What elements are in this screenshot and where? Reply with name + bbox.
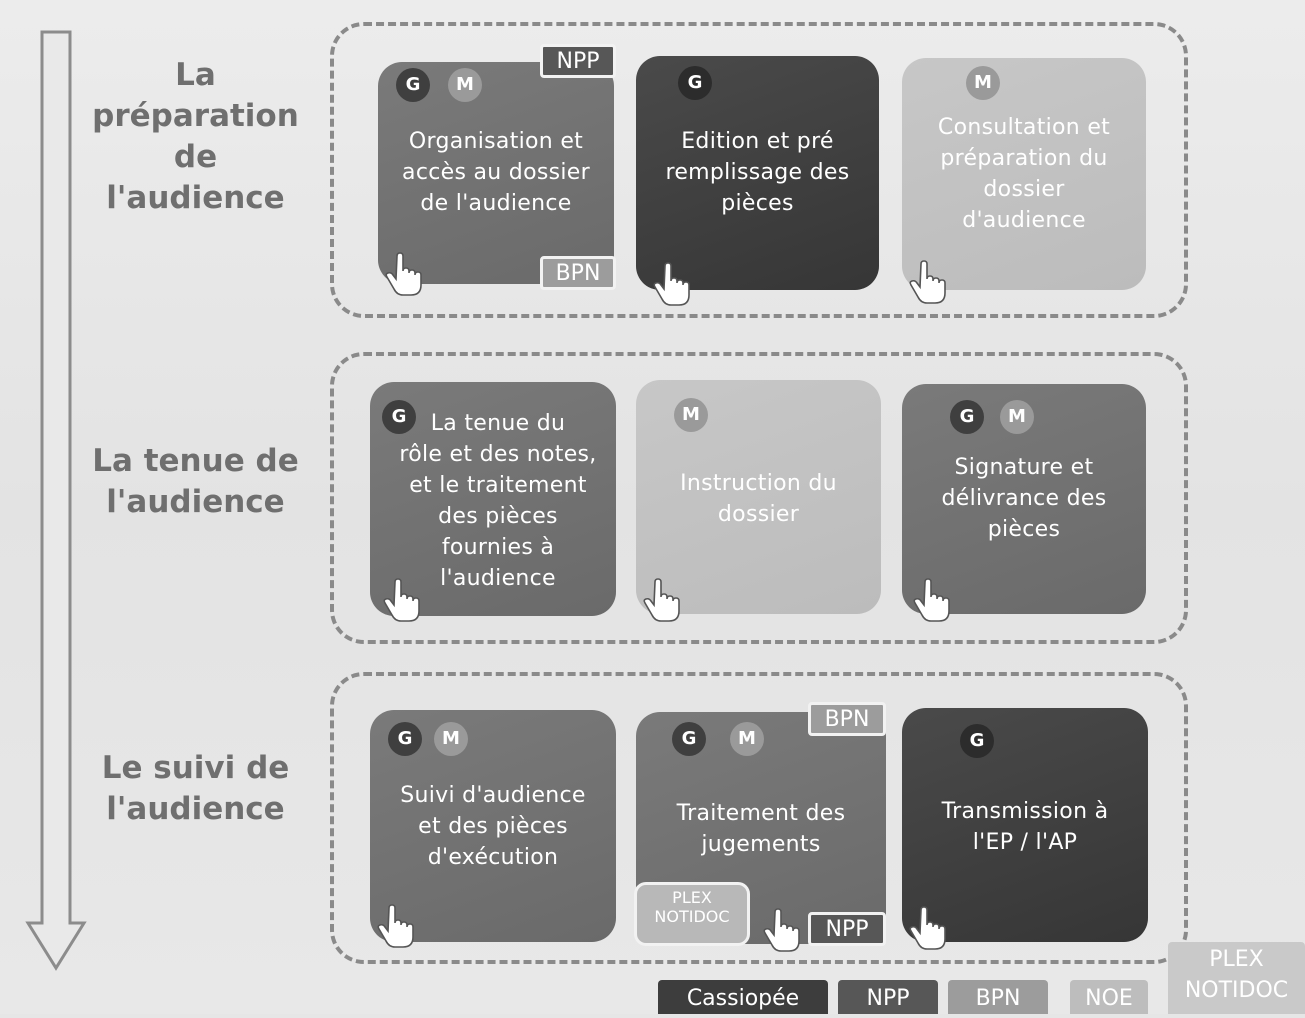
process-card[interactable]: M Consultation et préparation du dossier… — [902, 58, 1146, 304]
tag-npp: NPP — [540, 44, 616, 78]
pointing-hand-icon — [383, 578, 420, 622]
card-label: Organisation et accès au dossier de l'au… — [402, 129, 590, 216]
tag-bpn: BPN — [808, 702, 886, 736]
legend-cassiopee: Cassiopée — [658, 980, 828, 1014]
badge-g: G — [960, 724, 994, 758]
legend-noe: NOE — [1070, 980, 1148, 1014]
badge-m: M — [966, 66, 1000, 100]
card-label: La tenue du rôle et des notes, et le tra… — [399, 411, 597, 591]
process-card[interactable]: G Edition et pré remplissage des pièces — [636, 56, 879, 306]
badge-g: G — [950, 400, 984, 434]
badge-g: G — [678, 66, 712, 100]
phase-group-suivi — [330, 672, 1188, 964]
phase-title-tenue: La tenue de l'audience — [92, 443, 299, 520]
pointing-hand-icon — [385, 252, 422, 296]
badge-g: G — [672, 722, 706, 756]
pointing-hand-icon — [909, 260, 946, 304]
card-label: Consultation et préparation du dossier d… — [937, 115, 1111, 233]
legend-plex-notidoc: PLEX NOTIDOC — [1168, 942, 1305, 1014]
pointing-hand-icon — [653, 262, 690, 306]
card-label: Suivi d'audience et des pièces d'exécuti… — [400, 783, 586, 870]
card-label: Transmission à l'EP / l'AP — [941, 799, 1109, 855]
down-arrow-icon — [20, 28, 90, 978]
badge-m: M — [730, 722, 764, 756]
pointing-hand-icon — [377, 904, 414, 948]
card-label: Traitement des jugements — [676, 801, 846, 857]
legend-bpn: BPN — [948, 980, 1048, 1014]
process-card[interactable]: G La tenue du rôle et des notes, et le t… — [370, 382, 616, 622]
badge-m: M — [1000, 400, 1034, 434]
card-label: Instruction du dossier — [680, 471, 837, 527]
badge-m: M — [434, 722, 468, 756]
tag-plex-notidoc: PLEX NOTIDOC — [634, 882, 750, 946]
tag-npp: NPP — [808, 912, 886, 946]
tag-bpn: BPN — [540, 256, 616, 290]
pointing-hand-icon — [913, 578, 950, 622]
pointing-hand-icon — [763, 908, 800, 952]
card-label: Signature et délivrance des pièces — [941, 455, 1107, 542]
process-card[interactable]: G M Organisation et accès au dossier de … — [378, 62, 614, 296]
process-card[interactable]: M Instruction du dossier — [636, 380, 881, 622]
process-card[interactable]: G M Signature et délivrance des pièces — [902, 384, 1146, 622]
pointing-hand-icon — [909, 906, 946, 950]
legend-npp: NPP — [838, 980, 938, 1014]
phase-title-suivi: Le suivi de l'audience — [101, 750, 290, 827]
phase-group-tenue — [330, 352, 1188, 644]
badge-g: G — [382, 400, 416, 434]
card-label: Edition et pré remplissage des pièces — [665, 129, 850, 216]
badge-m: M — [674, 398, 708, 432]
phase-title-preparation: La préparation de l'audience — [92, 57, 299, 216]
badge-g: G — [388, 722, 422, 756]
process-card[interactable]: G Transmission à l'EP / l'AP — [902, 708, 1148, 950]
process-card[interactable]: G M Suivi d'audience et des pièces d'exé… — [370, 710, 616, 948]
pointing-hand-icon — [643, 578, 680, 622]
badge-g: G — [396, 68, 430, 102]
badge-m: M — [448, 68, 482, 102]
phase-group-preparation — [330, 22, 1188, 318]
